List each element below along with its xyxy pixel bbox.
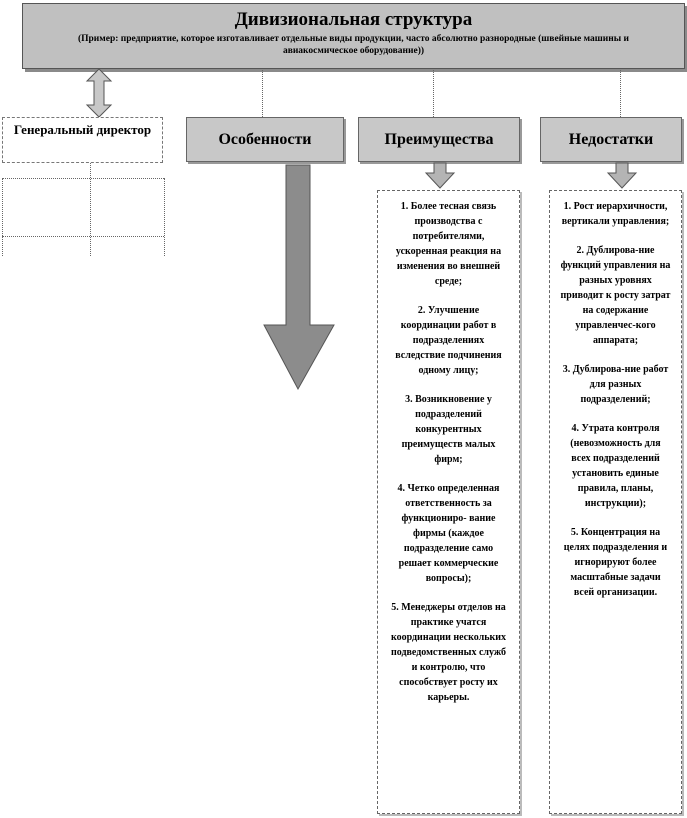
diagram-subtitle: (Пример: предприятие, которое изготавлив… xyxy=(77,34,630,56)
connector-features xyxy=(262,70,263,117)
advantages-header: Преимущества xyxy=(358,117,520,162)
subordinate-line-left xyxy=(2,178,3,256)
subordinate-line-mid xyxy=(90,163,91,256)
subordinate-line-top xyxy=(2,178,164,179)
subordinate-line-right xyxy=(164,178,165,256)
advantage-item: 5. Менеджеры отделов на практике учатся … xyxy=(390,602,507,703)
advantage-item: 2. Улучшение координации работ в подразд… xyxy=(395,305,502,376)
features-header: Особенности xyxy=(186,117,344,162)
advantage-item: 4. Четко определенная ответственность за… xyxy=(397,483,500,584)
double-arrow-icon xyxy=(85,68,113,118)
disadvantages-header: Недостатки xyxy=(540,117,682,162)
general-director-label: Генеральный директор xyxy=(13,122,152,137)
features-header-label: Особенности xyxy=(218,131,312,148)
disadvantage-item: 5. Концентрация на целях подразделения и… xyxy=(563,527,668,598)
disadvantages-header-label: Недостатки xyxy=(568,131,654,148)
advantage-item: 3. Возникновение у подразделений конкуре… xyxy=(401,394,496,465)
general-director-box: Генеральный директор xyxy=(2,117,163,163)
advantages-header-label: Преимущества xyxy=(384,131,494,148)
advantage-item: 1. Более тесная связь производства с пот… xyxy=(395,201,502,287)
diagram-title: Дивизиональная структура xyxy=(234,9,473,30)
advantages-list: 1. Более тесная связь производства с пот… xyxy=(377,190,520,814)
features-down-arrow-icon xyxy=(263,164,335,391)
subordinate-line-bottom xyxy=(2,236,164,237)
connector-advantages xyxy=(433,70,434,117)
disadvantage-item: 3. Дублирова-ние работ для разных подраз… xyxy=(562,364,669,405)
disadvantage-item: 2. Дублирова-ние функций управления на р… xyxy=(560,245,671,346)
disadvantage-item: 4. Утрата контроля (невозможность для вс… xyxy=(570,423,661,509)
connector-disadvantages xyxy=(620,70,621,117)
structure-title-box: Дивизиональная структура (Пример: предпр… xyxy=(22,3,685,69)
disadvantage-item: 1. Рост иерархичности, вертикали управле… xyxy=(561,201,670,227)
advantages-down-arrow-icon xyxy=(424,162,456,189)
disadvantages-down-arrow-icon xyxy=(606,162,638,189)
disadvantages-list: 1. Рост иерархичности, вертикали управле… xyxy=(549,190,682,814)
